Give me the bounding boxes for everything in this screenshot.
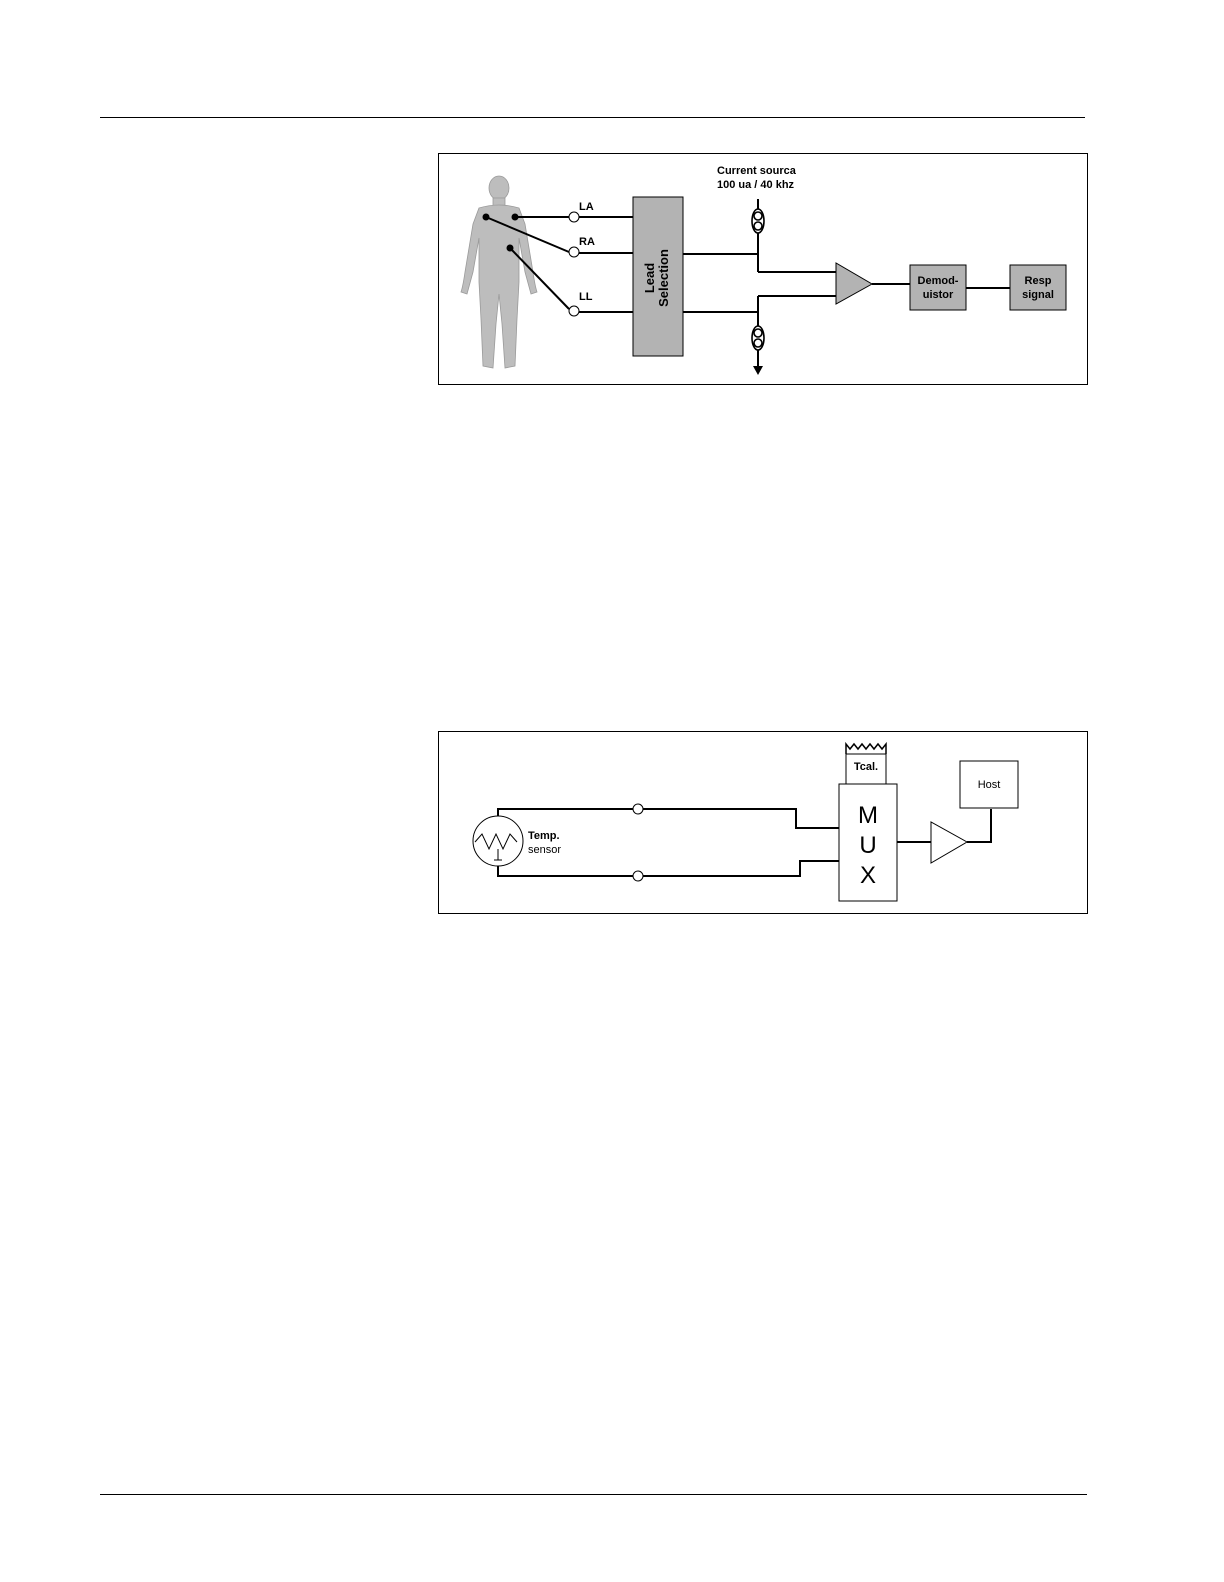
sensor-line2: sensor	[528, 844, 561, 856]
header-rule	[100, 117, 1085, 118]
lead-la-label: LA	[579, 201, 594, 213]
resp-signal-line1: Resp	[1025, 275, 1052, 287]
current-source-line1: Current sourca	[717, 165, 797, 177]
amplifier-icon	[931, 822, 967, 863]
lead-terminals	[569, 212, 579, 316]
resp-signal-block	[1010, 265, 1066, 310]
footer-rule	[100, 1494, 1087, 1495]
lead-selection-line1: Lead	[642, 263, 657, 293]
respiration-diagram: LA RA LL Lead Selection	[438, 153, 1088, 385]
respiration-diagram-svg: LA RA LL Lead Selection	[439, 154, 1087, 384]
host-label: Host	[978, 779, 1001, 791]
mux-letter-u: U	[859, 832, 876, 859]
tcal-label: Tcal.	[854, 761, 878, 773]
current-source-upper-icon	[752, 209, 764, 233]
resp-signal-line2: signal	[1022, 289, 1054, 301]
amplifier-icon	[836, 263, 872, 304]
sensor-wires	[498, 809, 991, 876]
lead-selection-line2: Selection	[656, 249, 671, 307]
current-source-line2: 100 ua / 40 khz	[717, 179, 795, 191]
demodulator-block	[910, 265, 966, 310]
lead-ra-label: RA	[579, 236, 595, 248]
thermistor-icon	[473, 816, 523, 866]
connector-upper	[633, 804, 643, 814]
temperature-diagram-svg: Temp. sensor Tcal. M U X Host	[439, 732, 1087, 913]
lead-ll-label: LL	[579, 291, 593, 303]
temperature-diagram: Temp. sensor Tcal. M U X Host	[438, 731, 1088, 914]
terminal-la	[569, 212, 579, 222]
demodulator-line2: uistor	[923, 289, 954, 301]
mux-letter-m: M	[858, 802, 878, 829]
terminal-ll	[569, 306, 579, 316]
ground-arrow-icon	[753, 366, 763, 375]
terminal-ra	[569, 247, 579, 257]
current-source-lower-icon	[752, 326, 764, 350]
mux-letter-x: X	[860, 862, 876, 889]
demodulator-line1: Demod-	[918, 275, 959, 287]
connector-lower	[633, 871, 643, 881]
human-body-icon	[461, 176, 537, 368]
sensor-line1: Temp.	[528, 830, 560, 842]
